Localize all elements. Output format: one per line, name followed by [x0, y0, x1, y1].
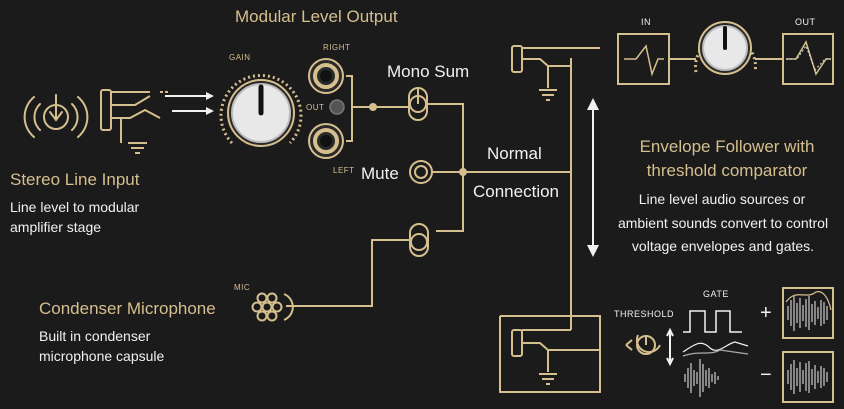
mono-sum-toggle[interactable]: [408, 87, 428, 121]
left-jack-label: LEFT: [333, 166, 355, 175]
threshold-knob-icon[interactable]: [625, 334, 661, 355]
ef-in-label: IN: [641, 17, 651, 27]
condenser-mic-desc-2: microphone capsule: [39, 348, 165, 364]
normal-label: Normal: [487, 144, 542, 163]
gain-label: GAIN: [229, 53, 251, 62]
stereo-input-desc-1: Line level to modular: [10, 199, 140, 215]
bidirectional-arrow-icon: [587, 98, 599, 257]
stereo-input-desc-2: amplifier stage: [10, 219, 102, 235]
right-jack-label: RIGHT: [323, 43, 351, 52]
left-output-jack[interactable]: [308, 123, 344, 159]
audio-waveform-icon: [684, 359, 719, 397]
ef-out-label: OUT: [795, 17, 816, 27]
ef-out-graph: [782, 33, 834, 85]
envelope-follower-title-2: threshold comparator: [646, 161, 808, 180]
right-output-jack[interactable]: [308, 58, 344, 94]
gate-output-graph-minus: [782, 351, 834, 403]
mute-label: Mute: [361, 164, 399, 183]
mic-jack-label: MIC: [234, 283, 251, 292]
gain-knob[interactable]: [219, 73, 303, 147]
condenser-mic-title: Condenser Microphone: [39, 299, 216, 318]
page-title: Modular Level Output: [235, 7, 398, 26]
out-jack-label: OUT: [306, 103, 325, 112]
stereo-input-jack-icon: [100, 89, 161, 154]
connection-label: Connection: [473, 182, 560, 201]
envelope-follower-desc-3: voltage envelopes and gates.: [631, 238, 815, 254]
threshold-arrow-icon: [666, 327, 674, 367]
mute-switch[interactable]: [409, 160, 433, 184]
minus-symbol: −: [760, 364, 772, 386]
envelope-follower-desc-2: ambient sounds convert to control: [617, 215, 829, 231]
threshold-label: THRESHOLD: [614, 309, 675, 319]
microphone-capsule-icon: [251, 292, 294, 322]
input-arrows-icon: [165, 92, 214, 115]
envelope-curve-icon: [682, 341, 749, 357]
gate-label: GATE: [703, 289, 729, 299]
stereo-input-title: Stereo Line Input: [10, 170, 140, 189]
condenser-mic-desc-1: Built in condenser: [39, 328, 151, 344]
mic-signal-line: [286, 239, 410, 307]
ef-bottom-input-jack-icon: [499, 315, 601, 393]
gate-output-graph-plus: [782, 287, 834, 339]
ef-top-input-jack-icon: [511, 45, 600, 101]
ef-knob[interactable]: [694, 21, 757, 75]
envelope-follower-title-1: Envelope Follower with: [639, 137, 815, 156]
normal-bus-line: [427, 103, 464, 232]
radio-waves-icon: [23, 94, 89, 138]
plus-symbol: +: [760, 302, 772, 324]
gate-square-wave-icon: [683, 310, 742, 333]
mic-toggle[interactable]: [409, 223, 429, 257]
out-led: [329, 99, 345, 115]
envelope-follower-desc-1: Line level audio sources or: [638, 191, 806, 207]
normal-junction-dot: [459, 168, 467, 176]
ef-in-graph: [617, 33, 670, 85]
output-bus-line: [346, 75, 353, 142]
mono-sum-label: Mono Sum: [387, 62, 470, 81]
